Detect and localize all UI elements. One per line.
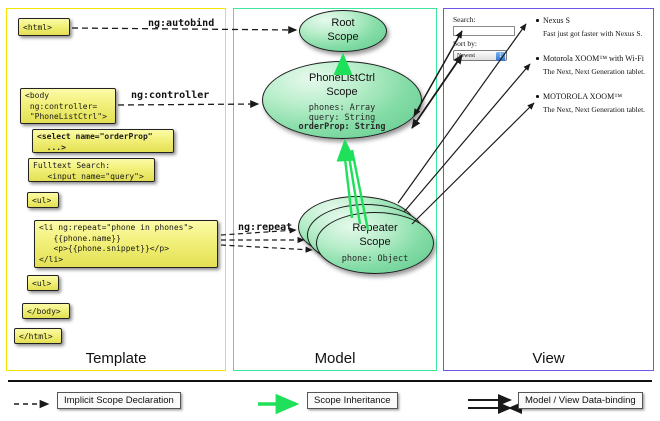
phone-name: MOTOROLA XOOM™ — [543, 92, 623, 101]
bullet-icon — [536, 95, 539, 98]
search-label: Search: — [453, 15, 476, 24]
panel-view-label: View — [532, 350, 565, 367]
root-scope: Root Scope — [299, 10, 387, 52]
code-box-html-close: </html> — [14, 328, 62, 344]
legend-divider — [8, 380, 652, 382]
legend-item-model-view-data-binding: Model / View Data-binding — [518, 392, 643, 409]
search-input[interactable] — [453, 26, 515, 36]
phonelistctrl-scope: PhoneListCtrl Scope phones: Array query:… — [262, 61, 422, 139]
panel-template-label: Template — [85, 350, 147, 367]
code-box-search-input: Fulltext Search: <input name="query"> — [28, 158, 155, 182]
code-box-li-repeat: <li ng:repeat="phone in phones"> {{phone… — [34, 220, 218, 268]
phone-name: Motorola XOOM™ with Wi-Fi — [543, 54, 644, 63]
repeater-scope: Repeater Scope phone: Object — [316, 212, 434, 274]
view-browser-mock: Search: Sort by: Newest Nexus S Fast jus… — [452, 14, 648, 134]
phone-snippet: The Next, Next Generation tablet. — [543, 67, 646, 76]
edge-label-repeat: ng:repeat — [238, 222, 293, 233]
sort-by-selected-value: Newest — [457, 52, 475, 59]
root-scope-title-line1: Root — [331, 17, 355, 29]
repeater-scope-props: phone: Object — [341, 254, 409, 264]
legend-item-scope-inheritance: Scope Inheritance — [307, 392, 398, 409]
code-box-html-open: <html> — [18, 18, 70, 36]
code-box-ul-open: <ul> — [27, 192, 59, 208]
repeater-scope-title-line1: Repeater — [352, 222, 398, 234]
sort-by-select[interactable]: Newest — [453, 50, 507, 61]
phone-name: Nexus S — [543, 16, 570, 25]
code-box-body-open: <body ng:controller= "PhoneListCtrl"> — [20, 88, 116, 124]
phonelistctrl-scope-title-line1: PhoneListCtrl — [308, 72, 376, 84]
phonelistctrl-scope-title-line2: Scope — [326, 86, 358, 98]
phone-snippet: The Next, Next Generation tablet. — [543, 105, 646, 114]
edge-label-controller: ng:controller — [131, 90, 210, 101]
bullet-icon — [536, 57, 539, 60]
root-scope-title-line2: Scope — [327, 31, 359, 43]
code-box-ul-close: <ul> — [27, 275, 59, 291]
sort-by-label: Sort by: — [453, 39, 477, 48]
repeater-scope-title-line2: Scope — [359, 236, 391, 248]
phone-snippet: Fast just got faster with Nexus S. — [543, 29, 643, 38]
panel-model-label: Model — [314, 350, 356, 367]
chevron-updown-icon — [496, 51, 505, 61]
phonelistctrl-scope-props-bold: orderProp: String — [298, 122, 386, 132]
phonelistctrl-scope-props: phones: Array query: String — [308, 103, 376, 123]
edge-label-autobind: ng:autobind — [148, 18, 215, 29]
legend-item-implicit-scope-declaration: Implicit Scope Declaration — [57, 392, 181, 409]
bullet-icon — [536, 19, 539, 22]
legend: Implicit Scope Declaration Scope Inherit… — [0, 378, 660, 421]
code-box-body-close: </body> — [22, 303, 70, 319]
code-box-select-tag: <select name="orderProp" ...> — [32, 129, 174, 153]
